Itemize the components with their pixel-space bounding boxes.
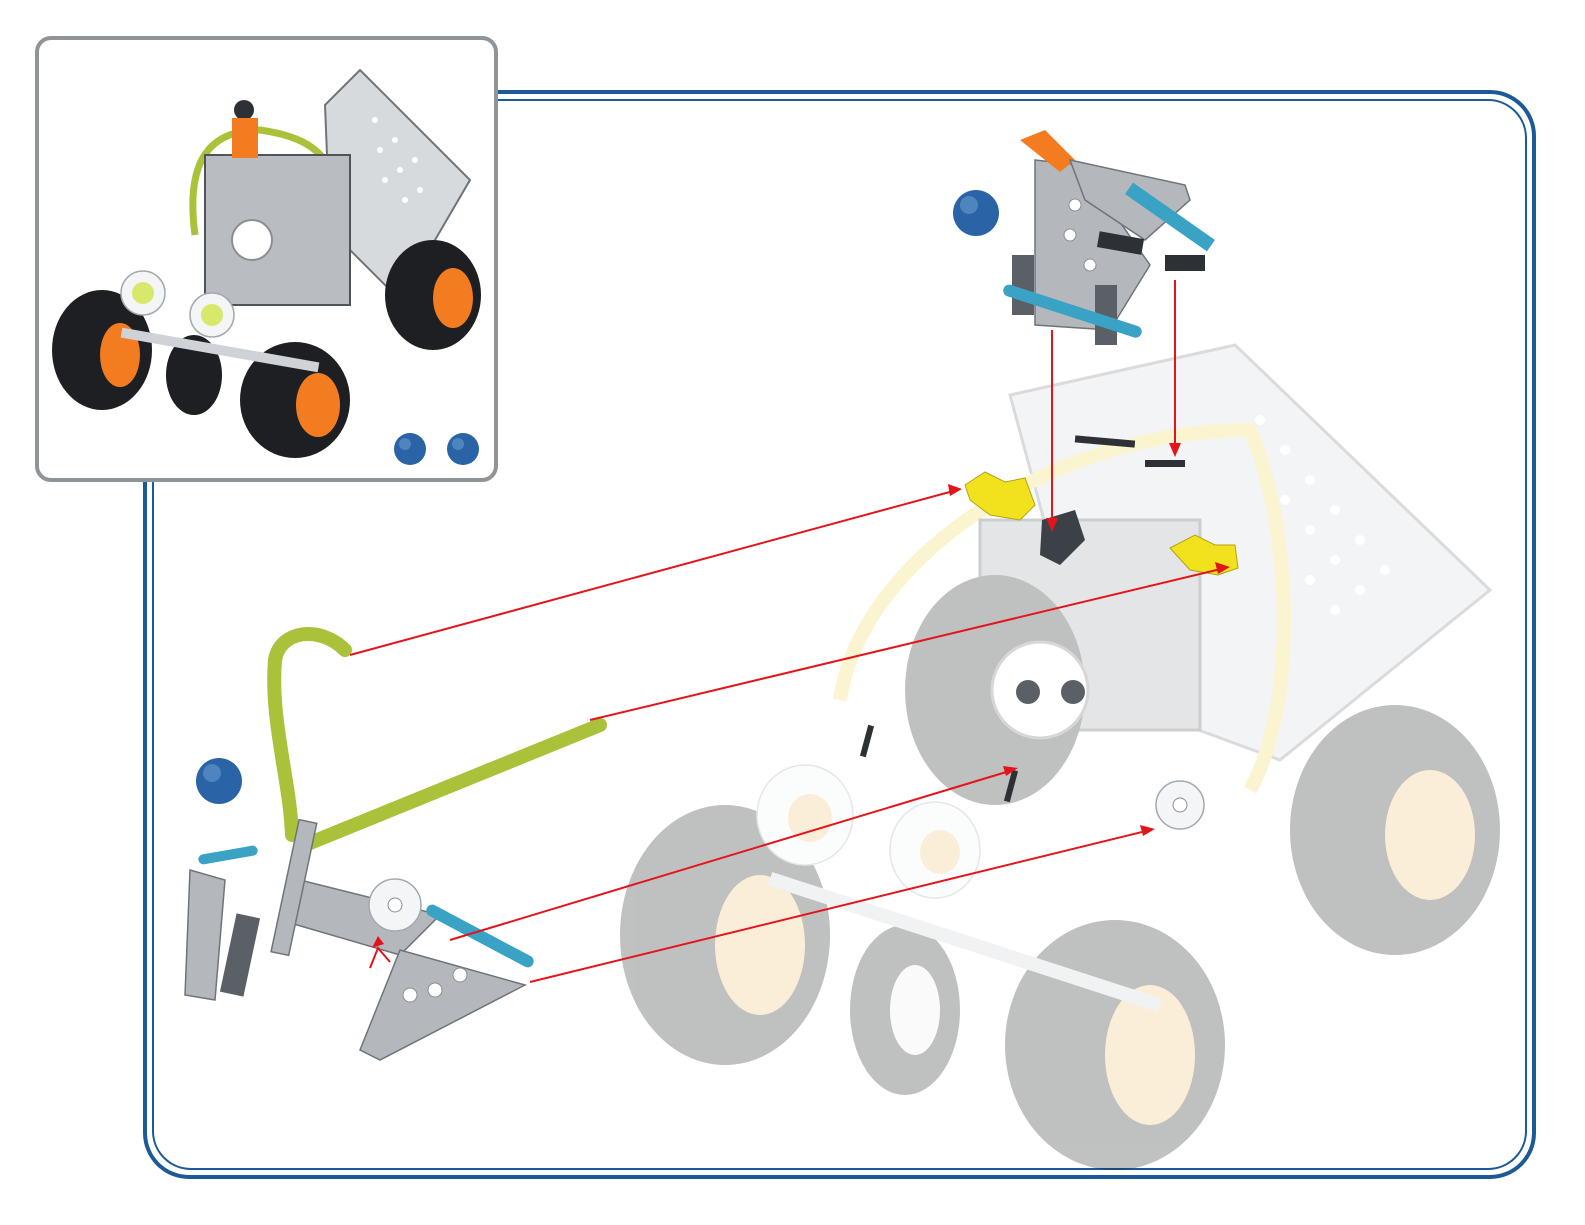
upper-dump-bracket — [1002, 130, 1215, 345]
inset-marker-1 — [394, 433, 426, 465]
lime-rod-bent — [274, 634, 345, 835]
step-marker-upper — [953, 190, 999, 236]
lime-rod-straight — [305, 725, 600, 845]
inset-panel — [37, 38, 496, 480]
ghost-vehicle — [620, 345, 1500, 1170]
side-plate-left — [185, 870, 225, 1000]
black-connector-rod-2 — [1145, 460, 1185, 467]
teal-rod-stub — [198, 845, 259, 865]
teal-rod-lower — [424, 903, 536, 970]
black-clip-upper-2 — [1165, 255, 1205, 271]
inset-marker-2 — [447, 433, 479, 465]
front-triangle-plate — [360, 950, 525, 1060]
bracket-gear-left — [1012, 255, 1034, 315]
step-marker-lower — [196, 758, 242, 804]
part-marker-1 — [1016, 680, 1040, 704]
front-cage-assembly — [185, 634, 600, 1060]
gear-stack — [220, 913, 260, 996]
part-marker-2 — [1061, 680, 1085, 704]
